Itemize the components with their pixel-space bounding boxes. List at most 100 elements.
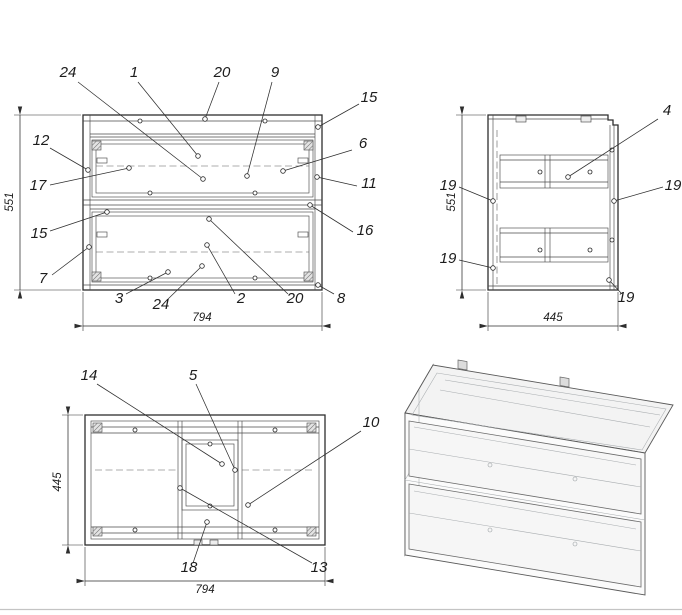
fitting-circle	[165, 269, 171, 275]
fitting-circle	[609, 237, 615, 243]
fitting-circle	[244, 173, 250, 179]
fitting-circle	[606, 277, 612, 283]
leader-line-12	[49, 147, 89, 171]
front-dim-height: 551	[4, 106, 81, 299]
side-drawer-profiles	[499, 154, 609, 263]
side-carcass-lines	[488, 115, 618, 290]
callout-5: 5	[189, 367, 198, 384]
side-outline	[487, 114, 619, 291]
leader-line-16	[309, 204, 354, 233]
front-fittings	[137, 118, 268, 281]
callout-19-d: 19	[618, 289, 635, 306]
corner-bracket	[92, 526, 103, 537]
callout-19-a: 19	[440, 177, 457, 194]
leader-line-6	[282, 149, 353, 172]
fitting-circle	[199, 263, 205, 269]
plan-callouts: 14 5 10 18 13	[81, 367, 380, 576]
dimension-label-plan-width: 794	[195, 584, 214, 596]
fitting-circle	[206, 216, 212, 222]
front-dim-width: 794	[74, 292, 331, 331]
leader-line-11	[316, 176, 358, 187]
callout-20-top: 20	[213, 64, 231, 81]
iso-upper-drawer-details	[408, 426, 642, 488]
callout-13: 13	[311, 559, 328, 576]
fitting-circle	[490, 198, 496, 204]
leader-line-19a	[458, 186, 494, 202]
fitting-circle	[252, 275, 258, 281]
fitting-circle	[537, 169, 543, 175]
corner-bracket	[303, 271, 314, 282]
iso-lower-drawer-details	[408, 490, 642, 552]
callout-18: 18	[181, 559, 198, 576]
fitting-circle	[307, 202, 313, 208]
leader-line-4	[567, 118, 659, 178]
fitting-circle	[207, 441, 213, 447]
fitting-circle	[147, 275, 153, 281]
iso-top-details	[411, 359, 667, 451]
fitting-circle	[204, 519, 210, 525]
corner-bracket	[306, 526, 317, 537]
callout-17: 17	[30, 177, 47, 194]
fitting-circle	[219, 461, 225, 467]
plan-inner-outline	[90, 420, 320, 540]
fitting-circle	[272, 527, 278, 533]
mounting-tab	[580, 115, 592, 123]
callout-20-bottom: 20	[286, 290, 304, 307]
side-view	[487, 114, 619, 291]
corner-bracket	[303, 140, 314, 151]
fitting-circle	[587, 247, 593, 253]
callout-16: 16	[357, 222, 374, 239]
leader-line-19d	[608, 279, 622, 294]
front-carcass-lines	[83, 115, 322, 290]
callout-7: 7	[39, 270, 48, 287]
callout-3: 3	[115, 290, 124, 307]
plan-fittings	[132, 427, 278, 533]
fitting-circle	[147, 190, 153, 196]
fitting-circle	[272, 427, 278, 433]
iso-view	[404, 359, 674, 596]
iso-drawer-gap-line	[404, 479, 646, 521]
plan-outline	[84, 414, 326, 546]
iso-upper-drawer-front	[408, 420, 642, 515]
fitting-circle	[86, 244, 92, 250]
side-callouts: 4 19 19 19 19	[440, 102, 682, 306]
fitting-circle	[587, 169, 593, 175]
fitting-circle	[572, 476, 578, 482]
corner-bracket	[306, 422, 317, 433]
mounting-tab	[193, 539, 203, 546]
leader-line-19b	[613, 186, 664, 202]
leader-line-20-bottom	[208, 218, 289, 295]
callout-1: 1	[130, 64, 138, 81]
callout-12: 12	[33, 132, 50, 149]
fitting-circle	[487, 462, 493, 468]
fitting-circle	[204, 242, 210, 248]
leader-line-17	[49, 167, 130, 186]
side-dim-height: 551	[446, 106, 486, 299]
fitting-circle	[314, 174, 320, 180]
dimension-label-front-width: 794	[192, 312, 211, 324]
leader-line-15-right	[317, 103, 360, 128]
leader-line-24a	[77, 81, 204, 180]
callout-2: 2	[236, 290, 246, 307]
fitting-circle	[202, 116, 208, 122]
callout-24-b: 24	[152, 296, 170, 313]
front-view	[82, 114, 323, 291]
callout-6: 6	[359, 135, 368, 152]
leader-line-24b	[166, 265, 203, 301]
fitting-circle	[232, 467, 238, 473]
fitting-circle	[537, 247, 543, 253]
leader-line-18	[192, 521, 208, 564]
iso-mounting-bracket	[457, 359, 468, 371]
leader-line-10	[247, 430, 362, 506]
corner-bracket	[92, 422, 103, 433]
front-callouts: 24 1 20 9 15 6 11 16 8 20 2 24	[30, 64, 378, 313]
callout-19-c: 19	[440, 250, 457, 267]
fitting-circle	[137, 118, 143, 124]
fitting-circle	[572, 541, 578, 547]
leader-line-20-top	[204, 81, 220, 120]
side-fittings	[537, 147, 615, 253]
callout-10: 10	[363, 414, 380, 431]
leader-line-5	[195, 383, 236, 471]
leader-line-19c	[458, 259, 494, 269]
